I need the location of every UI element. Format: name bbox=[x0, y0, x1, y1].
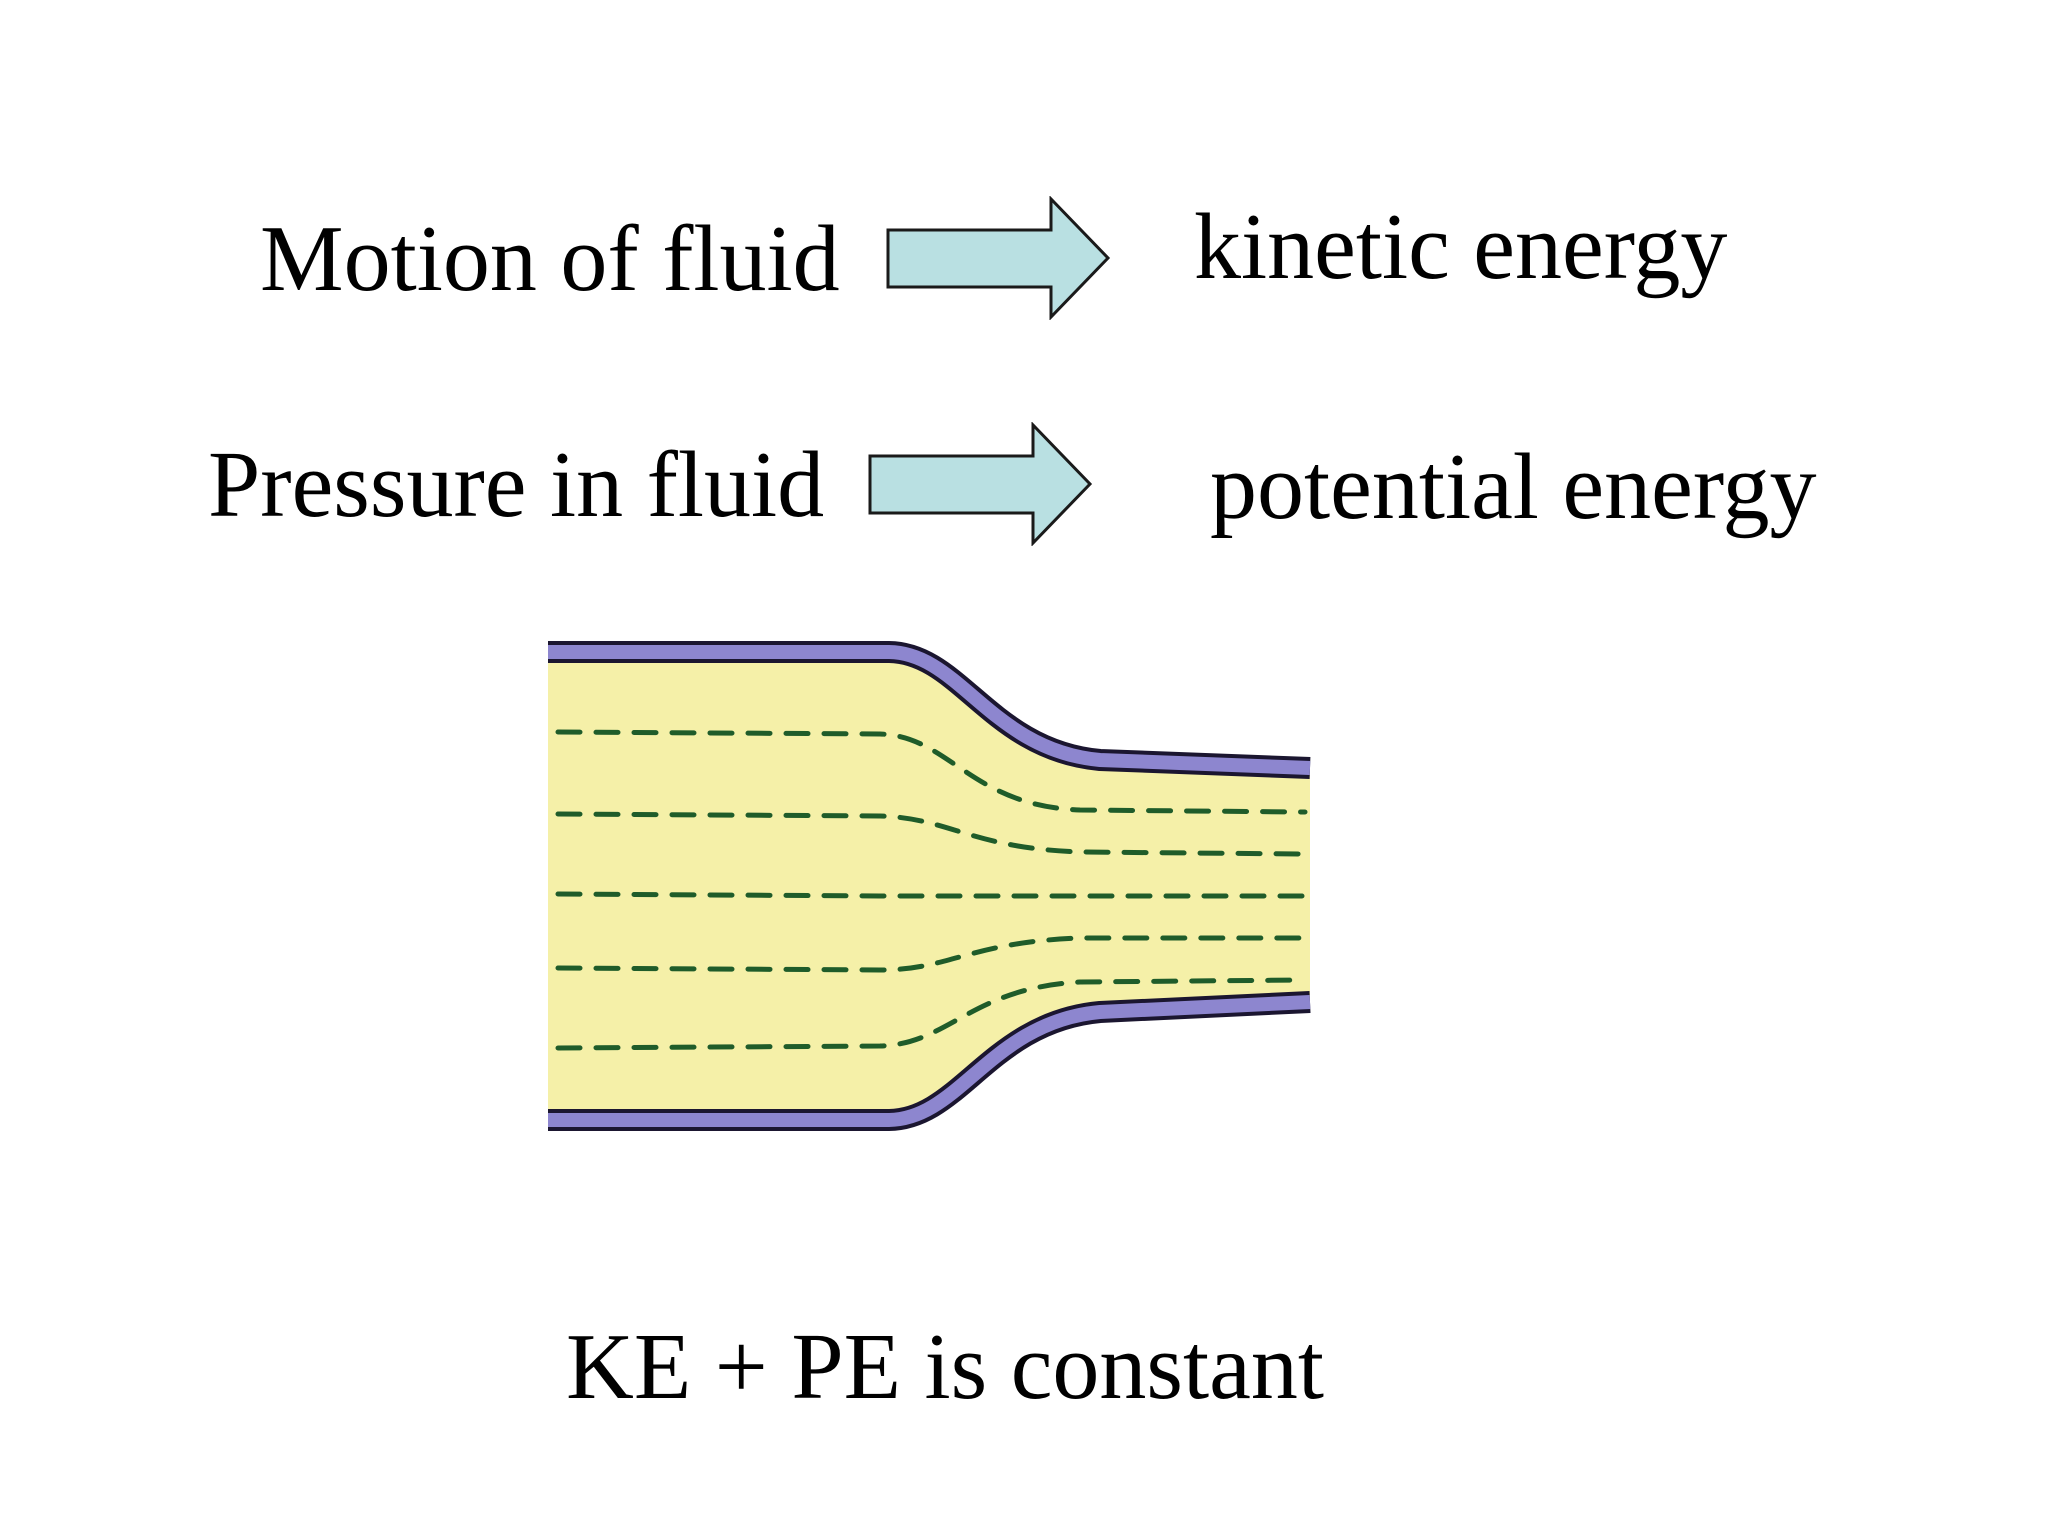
pipe-wall-top bbox=[548, 645, 1311, 775]
streamline bbox=[555, 891, 1308, 899]
kinetic-energy-label: kinetic energy bbox=[1194, 195, 1728, 299]
arrow-shape bbox=[886, 196, 1111, 320]
streamline bbox=[555, 729, 1308, 815]
pipe-wall-bottom bbox=[548, 995, 1311, 1127]
pressure-in-fluid-label: Pressure in fluid bbox=[208, 433, 825, 537]
streamlines bbox=[555, 729, 1308, 1051]
ke-pe-constant-caption: KE + PE is constant bbox=[566, 1315, 1324, 1419]
streamline bbox=[555, 977, 1308, 1051]
streamline bbox=[555, 811, 1308, 857]
arrow-shape bbox=[868, 422, 1093, 546]
potential-energy-label: potential energy bbox=[1210, 435, 1817, 539]
motion-of-fluid-label: Motion of fluid bbox=[260, 207, 840, 311]
streamline bbox=[555, 935, 1308, 973]
right-arrow-icon bbox=[886, 196, 1111, 320]
venturi-pipe-diagram bbox=[548, 641, 1311, 1131]
fluid-region bbox=[548, 652, 1310, 1120]
right-arrow-icon bbox=[868, 422, 1093, 546]
